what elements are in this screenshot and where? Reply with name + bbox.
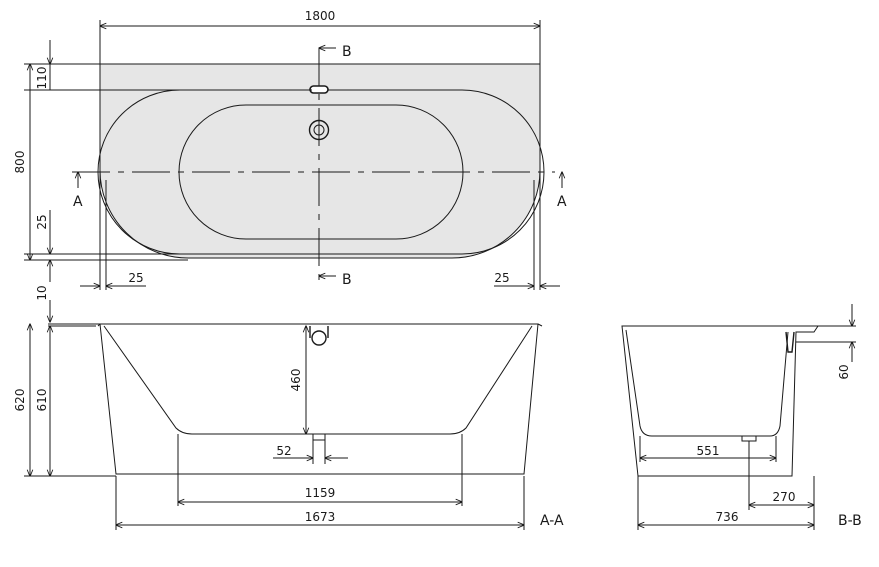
dimension-110-text: 110	[35, 67, 49, 90]
dimension-drain-offset: 270	[749, 441, 814, 510]
dimension-drain-width: 52	[273, 440, 348, 464]
dimension-rim-front: 25	[35, 210, 50, 282]
dimension-floor-length: 1159	[178, 434, 462, 506]
outer-rim-oval	[97, 89, 545, 255]
dimension-1673-text: 1673	[305, 510, 336, 524]
section-b-inner-basin	[625, 329, 789, 437]
top-view: B B A A 1800 800 110	[13, 9, 567, 290]
dimension-top-offset: 10	[35, 285, 50, 322]
dimension-460-text: 460	[289, 369, 303, 392]
section-b-outer-shell	[621, 325, 819, 477]
dimension-1159-text: 1159	[305, 486, 336, 500]
dimension-base-width: 736	[638, 476, 814, 530]
dimension-620-text: 620	[13, 389, 27, 412]
dimension-736-text: 736	[716, 510, 739, 524]
overflow-slot	[309, 85, 329, 94]
section-a-title: A-A	[540, 513, 564, 529]
dimension-25-right-text: 25	[494, 271, 509, 285]
dimension-270-text: 270	[773, 490, 796, 504]
section-a-overflow-pipe	[309, 326, 329, 338]
section-a-inner-basin	[103, 325, 533, 435]
section-b-bottom-label: B	[342, 272, 352, 288]
inner-basin-oval	[178, 104, 464, 240]
section-b-drain	[741, 436, 757, 442]
section-a-left-label: A	[73, 194, 83, 210]
dimension-depth: 800	[13, 64, 30, 260]
dimension-551-text: 551	[697, 444, 720, 458]
section-a-right-label: A	[557, 194, 567, 210]
dimension-ledge-height: 60	[837, 304, 852, 380]
dimension-rim-right: 25	[494, 170, 560, 290]
section-a-drain	[312, 434, 326, 441]
dimension-overall-width: 1800	[100, 9, 540, 64]
section-b-top-label: B	[342, 44, 352, 60]
dimension-body-height: 610	[35, 326, 50, 476]
section-a-view: 620 610 10 460 52 1159	[13, 285, 564, 530]
dimension-floor-width: 551	[640, 436, 776, 462]
dimension-1800-text: 1800	[305, 9, 336, 23]
dimension-800-text: 800	[13, 151, 27, 174]
dimension-60-text: 60	[837, 364, 851, 379]
drain-outer-ring	[308, 119, 330, 141]
dimension-rim-left: 25	[80, 170, 146, 290]
dimension-back-ledge: 110	[35, 40, 50, 90]
dimension-total-height: 620	[13, 324, 30, 476]
dimension-25-front-text: 25	[35, 214, 49, 229]
section-a-outer-shell	[99, 323, 539, 475]
dimension-base-length: 1673	[116, 476, 524, 530]
section-b-view: 60 551 270 736 B-B	[621, 304, 862, 530]
section-a-overflow	[311, 330, 327, 346]
dimension-52-text: 52	[276, 444, 291, 458]
section-b-overflow	[785, 331, 795, 353]
dimension-25-left-text: 25	[128, 271, 143, 285]
section-b-title: B-B	[838, 513, 862, 529]
dimension-10-text: 10	[35, 285, 49, 300]
dimension-610-text: 610	[35, 389, 49, 412]
dimension-interior-depth: 460	[289, 326, 306, 434]
drain-inner-ring	[313, 124, 325, 136]
